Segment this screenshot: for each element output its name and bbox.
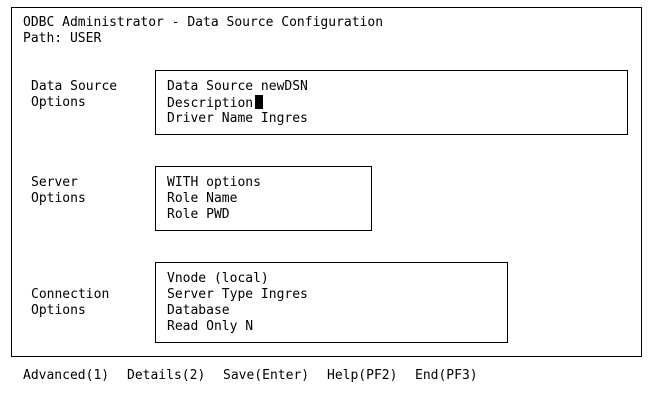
driver-name-value[interactable]: Ingres xyxy=(260,111,308,126)
section-label-connection-2: Options xyxy=(31,303,86,318)
description-field[interactable]: Description xyxy=(167,95,264,111)
screen-title: ODBC Administrator - Data Source Configu… xyxy=(23,15,384,30)
with-options-field[interactable]: WITH options xyxy=(167,175,261,191)
end-key[interactable]: End(PF3) xyxy=(415,368,478,383)
field-label: Read Only xyxy=(167,319,238,334)
server-type-field[interactable]: Server Type Ingres xyxy=(167,287,308,303)
text-cursor xyxy=(255,95,264,109)
driver-name-field[interactable]: Driver Name Ingres xyxy=(167,111,308,127)
help-key[interactable]: Help(PF2) xyxy=(327,368,398,383)
field-label: Role PWD xyxy=(167,207,230,222)
field-label: Driver Name xyxy=(167,111,254,126)
field-label: Description xyxy=(167,96,254,111)
field-label: Data Source xyxy=(167,79,254,94)
details-key[interactable]: Details(2) xyxy=(127,368,206,383)
section-label-connection: Connection xyxy=(31,287,110,302)
data-source-options-box xyxy=(155,70,628,135)
read-only-value[interactable]: N xyxy=(245,319,254,334)
data-source-name-field[interactable]: Data Source newDSN xyxy=(167,79,308,95)
section-label-data-source-2: Options xyxy=(31,95,86,110)
vnode-field[interactable]: Vnode (local) xyxy=(167,271,269,287)
database-field[interactable]: Database xyxy=(167,303,230,319)
advanced-key[interactable]: Advanced(1) xyxy=(23,368,110,383)
field-label: Server Type xyxy=(167,287,254,302)
connection-options-box xyxy=(155,262,508,343)
section-label-server: Server xyxy=(31,175,78,190)
data-source-name-value[interactable]: newDSN xyxy=(260,79,308,94)
field-label: WITH options xyxy=(167,175,261,190)
field-label: Database xyxy=(167,303,230,318)
section-label-server-2: Options xyxy=(31,191,86,206)
vnode-value[interactable]: (local) xyxy=(213,271,269,286)
save-key[interactable]: Save(Enter) xyxy=(223,368,310,383)
server-options-box xyxy=(155,166,372,231)
server-type-value[interactable]: Ingres xyxy=(260,287,308,302)
role-name-field[interactable]: Role Name xyxy=(167,191,237,207)
screen-frame xyxy=(11,7,642,357)
role-pwd-field[interactable]: Role PWD xyxy=(167,207,230,223)
field-label: Role Name xyxy=(167,191,238,206)
section-label-data-source: Data Source xyxy=(31,79,118,94)
read-only-field[interactable]: Read Only N xyxy=(167,319,253,335)
field-label: Vnode xyxy=(167,271,207,286)
path-indicator: Path: USER xyxy=(23,31,102,46)
